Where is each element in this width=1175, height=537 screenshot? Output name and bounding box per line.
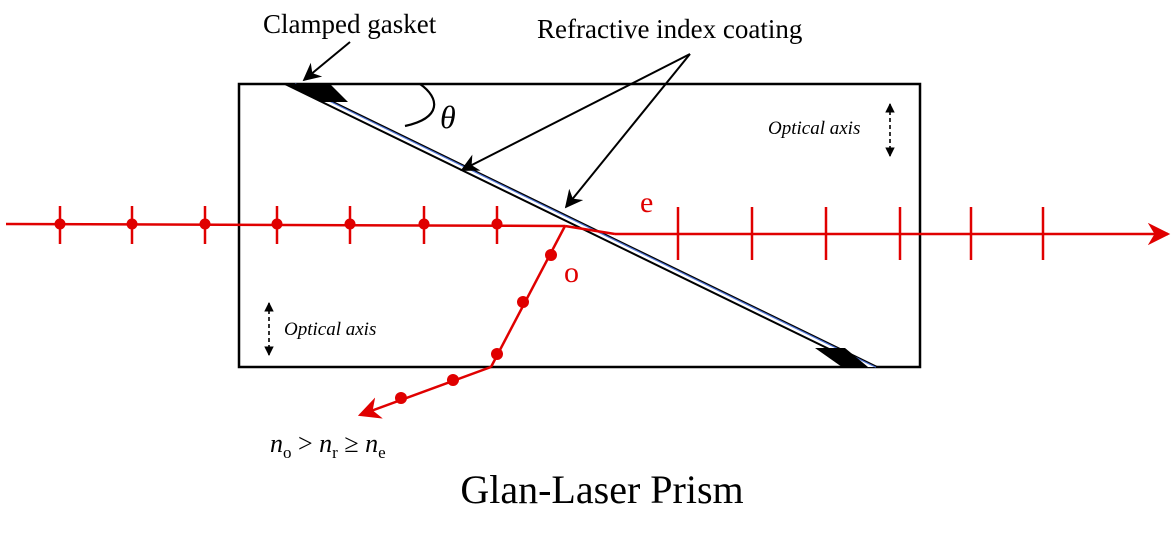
theta-label: θ [440,99,456,135]
coating-callout-arrow-2 [564,53,691,209]
gasket-callout-arrow [302,41,351,82]
optical-axis-right-label: Optical axis [768,118,860,139]
o-ray-polarization-dots [395,249,557,404]
diagram-title: Glan-Laser Prism [460,467,743,512]
coating-label: Refractive index coating [537,14,802,44]
o-ray-dot [545,249,557,261]
rel-sub-o: o [283,443,292,462]
rel-n-e: n [365,429,378,458]
e-ray [564,224,616,236]
incident-dot [418,218,430,230]
index-relation: no > nr ≥ ne [270,429,386,462]
o-ray [489,225,567,368]
o-ray-label: o [564,256,579,289]
rel-n-o: n [270,429,283,458]
rel-gt: > [292,429,320,458]
gasket-bottom [815,348,868,367]
incident-dot [126,218,138,230]
o-ray-dot [517,296,529,308]
incident-dot [271,218,283,230]
coating-layer [284,83,879,368]
e-ray-label: e [640,186,653,219]
incident-dot [199,218,211,230]
o-ray-dot [491,348,503,360]
theta-arc [404,83,436,128]
incident-dot [344,218,356,230]
optical-axis-left-label: Optical axis [284,319,376,340]
o-ray-dot [447,374,459,386]
gasket-top [287,84,348,102]
rel-sub-r: r [332,443,338,462]
e-ray-polarization-marks [676,207,1045,260]
o-ray-out [357,365,492,419]
rel-n-r: n [319,429,332,458]
coating-callout-arrow-1 [460,53,691,171]
rel-sub-e: e [378,443,386,462]
rel-ge: ≥ [338,429,365,458]
incident-dot [491,218,503,230]
o-ray-dot [395,392,407,404]
clamped-gasket-label: Clamped gasket [263,9,437,39]
incident-ray [5,222,566,228]
incident-dot [54,218,66,230]
incident-polarization-marks [54,206,503,244]
